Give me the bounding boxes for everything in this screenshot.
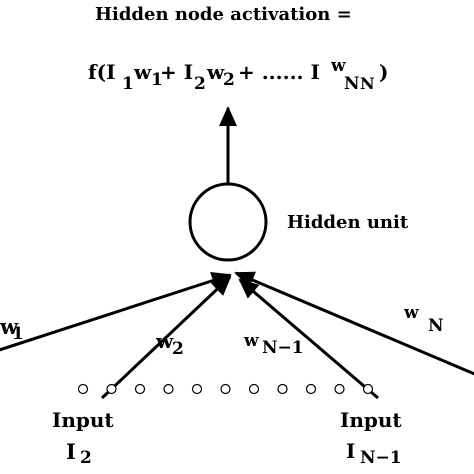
formula-w1-sub: 1: [151, 70, 163, 90]
hidden-unit-node: [188, 182, 268, 262]
input-2-symbol: I: [66, 439, 76, 464]
connection-wN1-arrow: [238, 278, 379, 400]
formula-w1: w: [134, 60, 152, 84]
weight-wn1-sub: N−1: [262, 338, 304, 358]
input-n1-sub: N−1: [360, 448, 402, 468]
connection-w2-arrow: [100, 275, 232, 400]
ellipsis-dot: [163, 383, 174, 395]
ellipsis-dot: [106, 383, 117, 395]
weight-wn-label: w: [404, 303, 419, 323]
formula-wn-sub: N: [360, 74, 375, 93]
formula-tail: + ...... I: [238, 60, 320, 84]
input-2-label: Input: [52, 408, 114, 432]
diagram-title: Hidden node activation =: [95, 4, 352, 25]
weight-wn-sub: N: [428, 316, 444, 336]
connection-w1-arrow: [0, 272, 232, 352]
ellipsis-dot: [277, 383, 288, 395]
intermediate-inputs-ellipsis: [77, 383, 374, 395]
formula-close: ): [379, 60, 389, 84]
weight-wn1-label: w: [244, 331, 259, 351]
formula-f-open: f(I: [88, 60, 116, 84]
input-n1-label: Input: [340, 408, 402, 432]
weight-w1-sub: 1: [12, 324, 24, 344]
formula-w2: w: [207, 60, 225, 84]
formula-wn: w: [331, 56, 346, 76]
ellipsis-dot: [191, 383, 203, 395]
ellipsis-dot: [362, 383, 374, 395]
input-n1-symbol: I: [346, 439, 356, 463]
formula-w2-sub: 2: [223, 70, 235, 90]
formula-sub-1: 1: [122, 74, 134, 94]
ellipsis-dot: [248, 383, 260, 395]
ellipsis-dot: [305, 383, 317, 395]
connection-wN-arrow: [234, 271, 474, 376]
weight-w2-sub: 2: [172, 339, 184, 359]
ellipsis-dot: [134, 383, 146, 395]
ellipsis-dot: [77, 383, 89, 395]
weight-w1-label: w: [0, 314, 19, 339]
hidden-unit-label: Hidden unit: [287, 212, 409, 233]
formula-plus-i2: + I: [160, 60, 194, 84]
weight-w2-label: w: [156, 329, 174, 353]
formula-sub-2: 2: [194, 74, 206, 94]
input-2-sub: 2: [80, 448, 92, 468]
ellipsis-dot: [334, 383, 345, 395]
ellipsis-dot: [220, 383, 231, 395]
formula-sub-n: N: [344, 74, 360, 94]
